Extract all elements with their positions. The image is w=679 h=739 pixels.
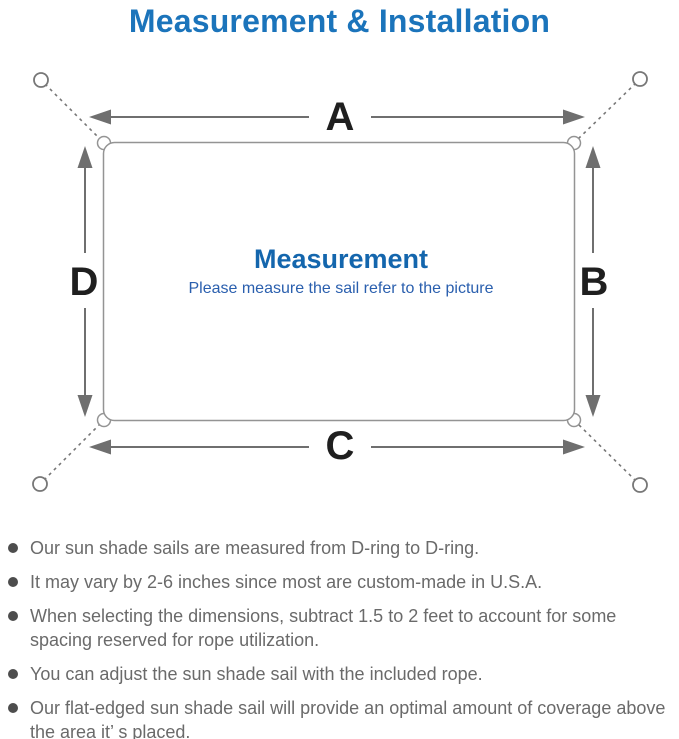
bullet-dot-icon [8,543,18,553]
sail-outline [102,141,576,422]
arrow-right-icon [563,109,585,125]
note-item: You can adjust the sun shade sail with t… [0,662,679,686]
anchor-ring-icon [632,71,648,87]
note-text: Our flat-edged sun shade sail will provi… [30,698,666,739]
note-text: You can adjust the sun shade sail with t… [30,664,483,684]
note-text: Our sun shade sails are measured from D-… [30,538,480,558]
anchor-rings [32,71,648,493]
tether-bottom-right [576,422,637,482]
arrow-left-icon [89,439,111,455]
arrow-up-icon [585,146,601,168]
note-text: It may vary by 2-6 inches since most are… [30,572,543,592]
anchor-ring-icon [32,476,48,492]
page-title: Measurement & Installation [128,3,551,39]
note-item: Our flat-edged sun shade sail will provi… [0,696,679,739]
measurement-diagram: A C D B Measurement Please measure the s… [32,71,648,493]
note-text: When selecting the dimensions, subtract … [30,606,617,650]
anchor-ring-icon [33,72,49,88]
arrow-up-icon [77,146,93,168]
note-item: When selecting the dimensions, subtract … [0,604,679,652]
dimension-label-b: B [580,260,609,304]
arrow-left-icon [89,109,111,125]
tether-top-right [576,82,637,141]
diagram-subheading: Please measure the sail refer to the pic… [188,280,493,297]
dimension-label-a: A [326,95,355,139]
tether-bottom-left [43,422,102,481]
dimension-label-c: C [326,424,355,468]
note-item: Our sun shade sails are measured from D-… [0,536,679,560]
bullet-dot-icon [8,669,18,679]
tether-top-left [44,83,102,141]
anchor-ring-icon [632,477,648,493]
bullet-dot-icon [8,577,18,587]
bullet-dot-icon [8,611,18,621]
arrow-down-icon [585,395,601,417]
dimension-label-d: D [70,260,99,304]
bullet-dot-icon [8,703,18,713]
note-item: It may vary by 2-6 inches since most are… [0,570,679,594]
tether-lines [43,82,637,482]
arrow-down-icon [77,395,93,417]
arrow-right-icon [563,439,585,455]
diagram-heading: Measurement [254,244,428,274]
notes-list: Our sun shade sails are measured from D-… [0,536,679,739]
